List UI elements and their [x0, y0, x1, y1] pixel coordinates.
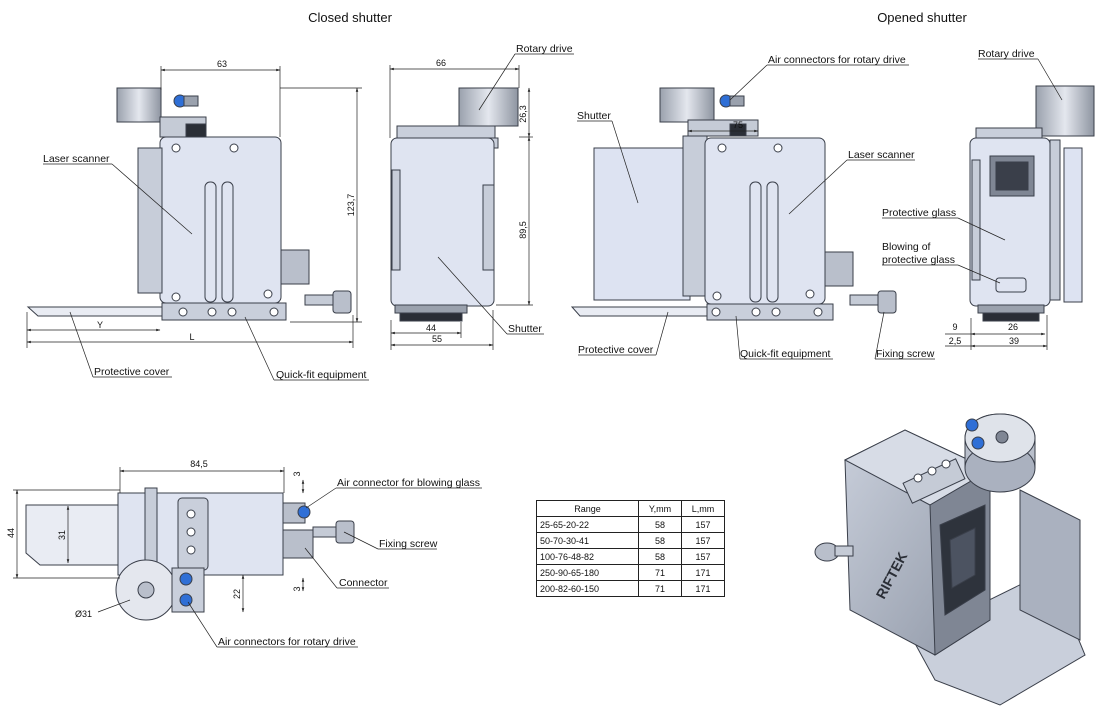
dim-22: 22: [232, 589, 242, 599]
cell-y: 58: [638, 548, 682, 565]
closed-side-view: [390, 87, 519, 322]
table-row: 50-70-30-41 58 157: [536, 532, 725, 549]
cell-y: 71: [638, 564, 682, 581]
callout-blowing-line2: protective glass: [882, 254, 955, 266]
table-row: 250-90-65-180 71 171: [536, 564, 725, 581]
table-row: 100-76-48-82 58 157: [536, 548, 725, 565]
opened-side-dimensions: [945, 315, 1048, 350]
cell-y: 58: [638, 516, 682, 533]
callout-air-connectors-rotary-bottom: Air connectors for rotary drive: [218, 636, 356, 648]
closed-shutter-heading: Closed shutter: [308, 10, 392, 25]
dim-9: 9: [952, 322, 957, 332]
cell-y: 71: [638, 580, 682, 597]
callout-air-connectors-rotary-opened: Air connectors for rotary drive: [768, 54, 906, 66]
callout-rotary-drive-closed: Rotary drive: [516, 43, 573, 55]
callout-air-connector-blowing: Air connector for blowing glass: [337, 477, 480, 489]
dim-66: 66: [436, 58, 446, 68]
opened-shutter-heading: Opened shutter: [877, 10, 967, 25]
callout-fixing-screw-opened: Fixing screw: [876, 348, 935, 360]
dim-39: 39: [1009, 336, 1019, 346]
top-view: [25, 487, 355, 621]
callout-protective-glass: Protective glass: [882, 207, 956, 219]
dim-3-top: 3: [292, 471, 302, 476]
callout-fixing-screw-bottom: Fixing screw: [379, 538, 438, 550]
cell-l: 171: [681, 580, 725, 597]
dim-75: 75: [733, 120, 743, 130]
cell-range: 50-70-30-41: [536, 532, 639, 549]
range-table: Range Y,mm L,mm 25-65-20-22 58 157 50-70…: [536, 500, 725, 597]
closed-front-view: [26, 87, 352, 321]
callout-laser-scanner-opened: Laser scanner: [848, 149, 915, 161]
callouts-closed: [43, 53, 574, 381]
dim-phi31: Ø31: [75, 609, 92, 619]
cell-range: 250-90-65-180: [536, 564, 639, 581]
callout-quick-fit-closed: Quick-fit equipment: [276, 369, 367, 381]
dim-L: L: [189, 332, 194, 342]
callout-shutter-opened: Shutter: [577, 110, 611, 122]
cell-range: 100-76-48-82: [536, 548, 639, 565]
dim-26-3: 26,3: [518, 105, 528, 123]
cell-y: 58: [638, 532, 682, 549]
header-range: Range: [536, 500, 639, 517]
callouts-top-view: [187, 487, 482, 648]
cell-l: 157: [681, 516, 725, 533]
callout-shutter-closed: Shutter: [508, 323, 542, 335]
header-l: L,mm: [681, 500, 725, 517]
dim-3-bottom: 3: [292, 586, 302, 591]
dim-123-7: 123,7: [346, 194, 356, 217]
table-row: 200-82-60-150 71 171: [536, 580, 725, 597]
table-row: 25-65-20-22 58 157: [536, 516, 725, 533]
table-header-row: Range Y,mm L,mm: [536, 500, 725, 517]
callout-laser-scanner-closed: Laser scanner: [43, 153, 110, 165]
dim-44: 44: [426, 323, 436, 333]
cell-l: 157: [681, 532, 725, 549]
cell-range: 200-82-60-150: [536, 580, 639, 597]
dim-31: 31: [57, 530, 67, 540]
dim-89-5: 89,5: [518, 221, 528, 239]
dim-2-5: 2,5: [949, 336, 962, 346]
dim-26: 26: [1008, 322, 1018, 332]
cell-l: 171: [681, 564, 725, 581]
top-view-dimensions: [13, 467, 305, 613]
dim-63: 63: [217, 59, 227, 69]
callout-protective-cover-opened: Protective cover: [578, 344, 654, 356]
callout-connector: Connector: [339, 577, 388, 589]
dim-Y: Y: [97, 320, 103, 330]
dim-55: 55: [432, 334, 442, 344]
callouts-opened: [577, 58, 1063, 360]
opened-side-view: [969, 85, 1095, 322]
opened-front-view: [570, 87, 897, 321]
dim-84-5: 84,5: [190, 459, 208, 469]
closed-side-dimensions: [389, 65, 533, 350]
callout-rotary-drive-opened: Rotary drive: [978, 48, 1035, 60]
callout-quick-fit-opened: Quick-fit equipment: [740, 348, 831, 360]
callout-blowing-line1: Blowing of: [882, 241, 931, 253]
cell-l: 157: [681, 548, 725, 565]
header-y: Y,mm: [638, 500, 682, 517]
callout-protective-cover-closed: Protective cover: [94, 366, 170, 378]
cell-range: 25-65-20-22: [536, 516, 639, 533]
isometric-render: [814, 413, 1086, 706]
closed-front-dimensions: [26, 66, 362, 348]
dim-44-vertical: 44: [6, 528, 16, 538]
